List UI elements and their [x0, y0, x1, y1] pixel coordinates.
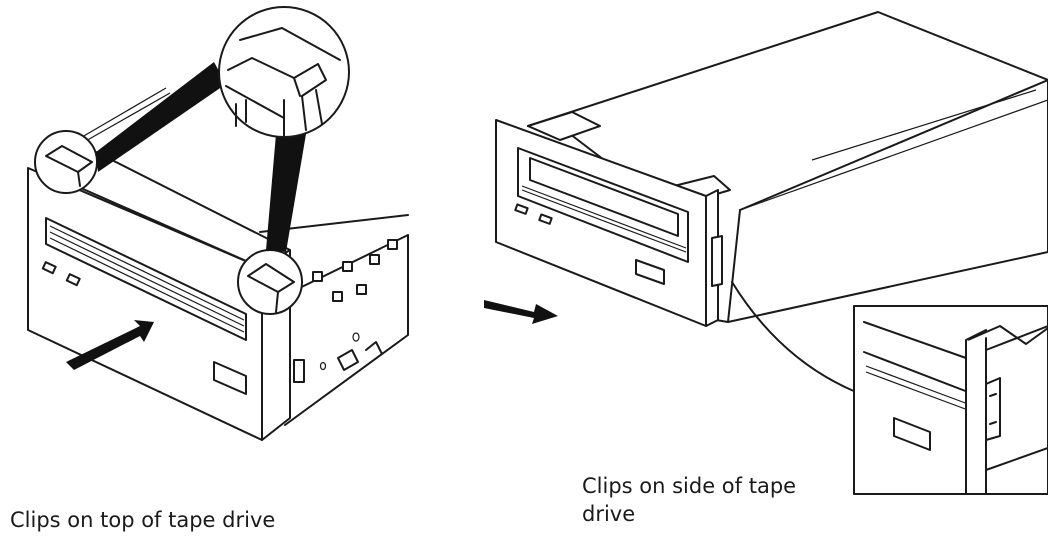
insert-arrow-icon	[66, 320, 154, 370]
insert-arrow-icon	[484, 300, 558, 324]
right-figure-drive-side-clips	[484, 11, 1048, 495]
left-figure-drive-top-clips	[27, 6, 409, 441]
magnified-clip-top	[225, 27, 341, 137]
caption-side-clips: Clips on side of tape drive	[582, 474, 797, 526]
caption-top-clips: Clips on top of tape drive	[10, 508, 276, 532]
magnified-clip-side	[863, 321, 1048, 495]
